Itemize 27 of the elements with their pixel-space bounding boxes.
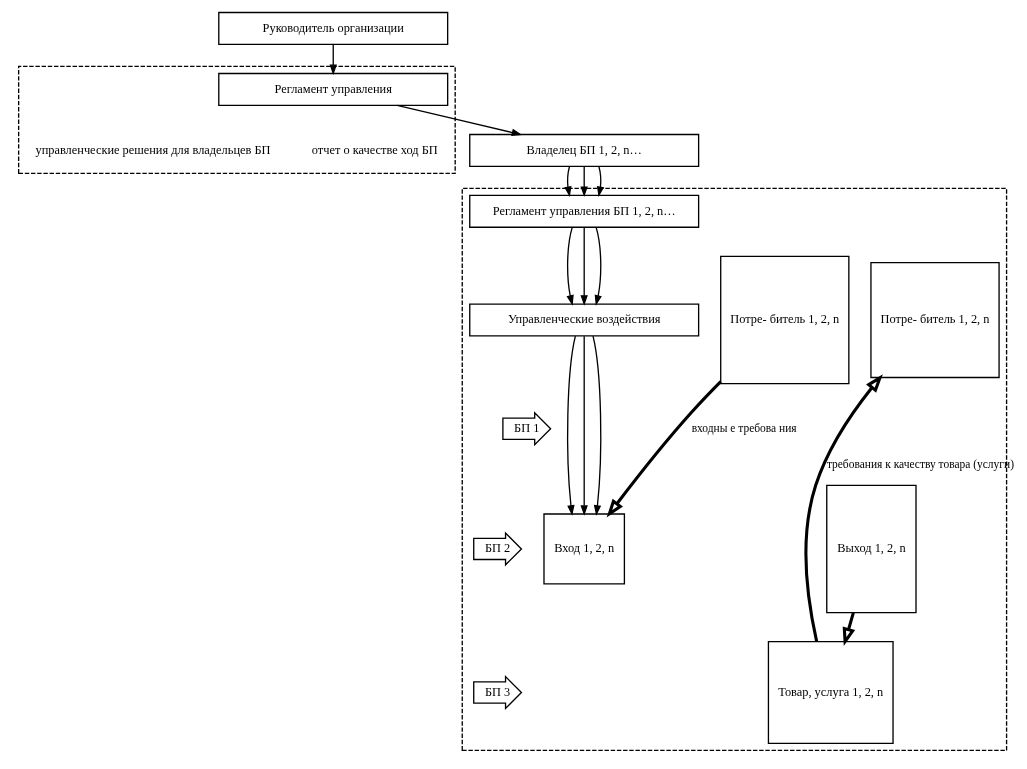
node-box: Выход 1, 2, n xyxy=(826,484,917,613)
arrow xyxy=(592,335,602,516)
node-box: Регламент управления БП 1, 2, n… xyxy=(469,194,700,228)
label: управленческие решения для владельцев БП xyxy=(35,142,271,157)
node-box: Регламент управления xyxy=(218,72,449,106)
edge-label: входны е требова ния xyxy=(691,421,797,434)
arrow xyxy=(596,165,605,197)
edge-label: требования к качеству товара (услуги) xyxy=(826,457,1014,470)
arrow xyxy=(594,226,602,306)
arrow xyxy=(606,380,722,517)
arrow xyxy=(566,335,577,516)
arrow xyxy=(580,165,588,197)
node-box: Потре- битель 1, 2, n xyxy=(720,255,850,384)
label: отчет о качестве ход БП xyxy=(311,142,438,157)
node-box: Потре- битель 1, 2, n xyxy=(870,261,1000,378)
node-box: Вход 1, 2, n xyxy=(543,512,626,584)
arrow xyxy=(580,335,588,516)
arrow xyxy=(566,226,574,306)
arrow xyxy=(396,104,523,136)
arrow xyxy=(580,226,588,306)
node-box: Руководитель организации xyxy=(218,11,449,45)
node-box: Товар, услуга 1, 2, n xyxy=(767,640,894,744)
arrow xyxy=(564,165,572,197)
node-box: Управленческие воздействия xyxy=(469,302,700,337)
arrow xyxy=(329,43,337,75)
arrow xyxy=(804,373,883,642)
node-box: Владелец БП 1, 2, n… xyxy=(469,133,700,167)
